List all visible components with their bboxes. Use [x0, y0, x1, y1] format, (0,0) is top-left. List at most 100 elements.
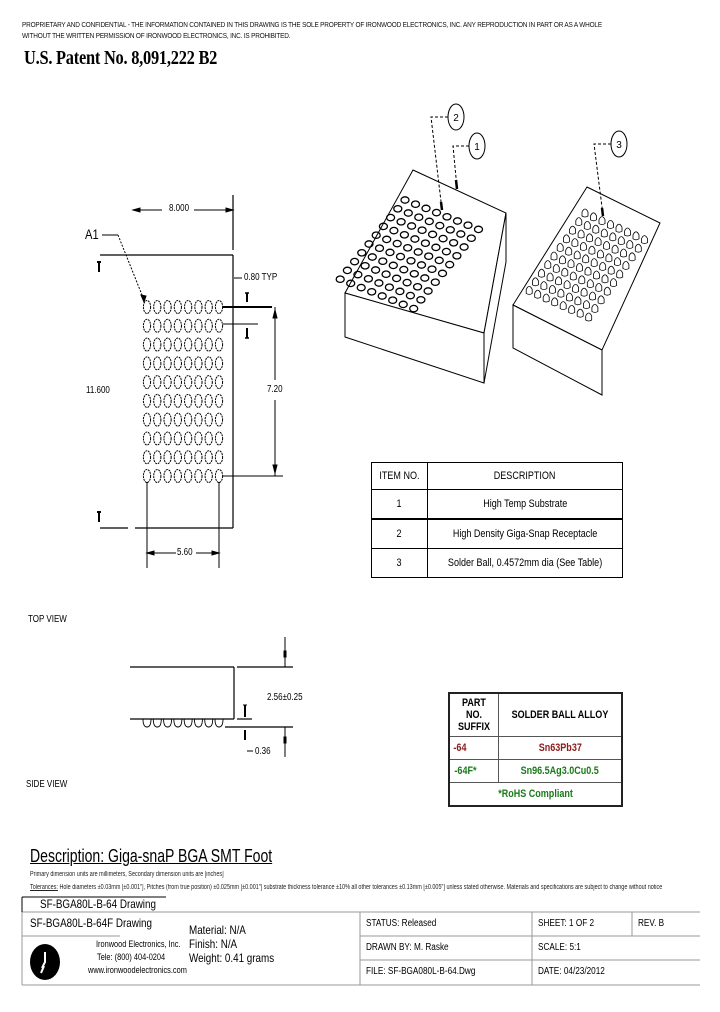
iso-solder-ball: [583, 221, 591, 230]
iso-solder-ball: [616, 269, 624, 279]
table-row: -64F* Sn96.5Ag3.0Cu0.5: [448, 759, 623, 783]
receptacle-hole: [381, 270, 391, 279]
receptacle-hole: [416, 261, 427, 269]
iso-solder-ball: [546, 272, 554, 282]
iso-solder-ball: [628, 252, 636, 262]
receptacle-hole: [424, 217, 434, 226]
bga-pad: [204, 450, 213, 465]
drawing1-frame: [21, 896, 166, 912]
receptacle-hole: [363, 274, 374, 283]
side-solder-ball: [214, 718, 224, 728]
bga-pad: [184, 356, 193, 371]
bga-pad: [163, 300, 172, 314]
item-table-header: ITEM NO. DESCRIPTION: [371, 462, 624, 490]
iso-solder-ball: [574, 296, 582, 306]
bga-pad: [153, 356, 162, 371]
bga-pad: [153, 393, 162, 408]
bga-pad: [142, 375, 152, 390]
bga-pad: [194, 300, 203, 314]
iso-solder-ball: [566, 292, 573, 302]
iso-solder-ball: [622, 261, 630, 270]
side-view-solder-balls: [142, 718, 224, 728]
bga-pad: [194, 375, 203, 390]
iso-solder-ball: [603, 241, 610, 250]
iso-solder-ball: [632, 231, 640, 241]
item-no: 3: [371, 548, 428, 578]
iso-solder-ball: [576, 263, 583, 272]
receptacle-hole: [356, 283, 366, 292]
receptacle-hole: [412, 282, 423, 291]
bga-pad: [173, 412, 182, 427]
iso-solder-ball: [614, 257, 621, 266]
bga-pad: [153, 337, 162, 352]
iso-solder-ball: [542, 293, 550, 303]
row-span-dimension: [223, 307, 283, 477]
receptacle-hole: [435, 221, 445, 230]
iso-solder-ball: [569, 271, 577, 281]
bga-pad: [173, 431, 182, 446]
iso-solder-ball: [603, 286, 611, 296]
iso-solder-ball: [585, 312, 593, 322]
bga-pad: [163, 431, 172, 446]
bga-pad: [142, 393, 152, 408]
iso-solder-ball: [601, 274, 609, 284]
height-dimension-markers: [97, 261, 101, 522]
iso-solder-ball: [620, 248, 627, 258]
bga-pad: [163, 375, 172, 390]
finish-field: Finish: N/A: [189, 937, 238, 951]
receptacle-hole: [370, 266, 381, 274]
receptacle-hole: [409, 269, 419, 278]
bga-pad: [163, 337, 172, 352]
material-field: Material: N/A: [189, 923, 246, 937]
row-span-dimension-label: 7.20: [267, 384, 283, 395]
bga-pad: [214, 469, 224, 483]
receptacle-hole: [346, 279, 356, 288]
bga-pad: [194, 469, 203, 483]
iso-solder-ball: [641, 235, 648, 244]
bga-pad: [142, 300, 152, 314]
iso-solder-ball: [599, 262, 607, 271]
col-span-dimension: [145, 482, 221, 568]
iso-solder-ball: [586, 279, 594, 288]
receptacle-hole: [388, 296, 398, 305]
iso-solder-ball: [597, 249, 604, 259]
iso-solder-balls: [525, 208, 648, 322]
iso-solder-ball: [607, 220, 614, 229]
receptacle-hole: [377, 292, 387, 300]
bga-pad: [214, 337, 224, 352]
bga-pad: [194, 356, 203, 371]
receptacle-hole: [402, 278, 412, 287]
iso-solder-ball: [594, 237, 602, 246]
iso-solder-ball: [589, 291, 596, 301]
receptacle-hole: [395, 252, 406, 261]
iso-solder-ball: [563, 280, 571, 289]
company-website[interactable]: www.ironwoodelectronics.com: [88, 965, 187, 975]
rohs-footnote: *RoHS Compliant: [448, 782, 623, 807]
side-view-dimension: [243, 637, 287, 757]
item-no: 2: [371, 518, 428, 549]
iso-solder-ball: [615, 223, 623, 233]
iso-solder-ball: [605, 253, 613, 263]
receptacle-hole: [395, 287, 405, 296]
receptacle-hole: [349, 257, 360, 266]
receptacle-hole: [367, 253, 377, 261]
receptacle-hole: [448, 238, 459, 247]
callout-1: [452, 132, 486, 190]
bga-pad: [204, 356, 213, 371]
receptacle-hole: [437, 269, 448, 278]
pitch-dimension: [223, 277, 272, 339]
drawing-number-1: SF-BGA80L-B-64 Drawing: [40, 897, 156, 911]
bga-pad: [194, 450, 203, 465]
iso-solder-ball: [584, 266, 592, 276]
status-field: STATUS: Released: [366, 918, 437, 929]
a1-leader: [102, 234, 147, 304]
iso-solder-ball: [538, 268, 545, 278]
iso-solder-ball: [593, 270, 600, 280]
iso-solder-ball: [549, 285, 556, 294]
bga-pad: [163, 412, 172, 427]
table-row: *RoHS Compliant: [448, 782, 623, 807]
header-item-no: ITEM NO.: [371, 462, 428, 490]
tolerance-label: Tolerances:: [30, 884, 58, 891]
bga-pad: [204, 300, 213, 314]
receptacle-hole: [367, 287, 377, 296]
